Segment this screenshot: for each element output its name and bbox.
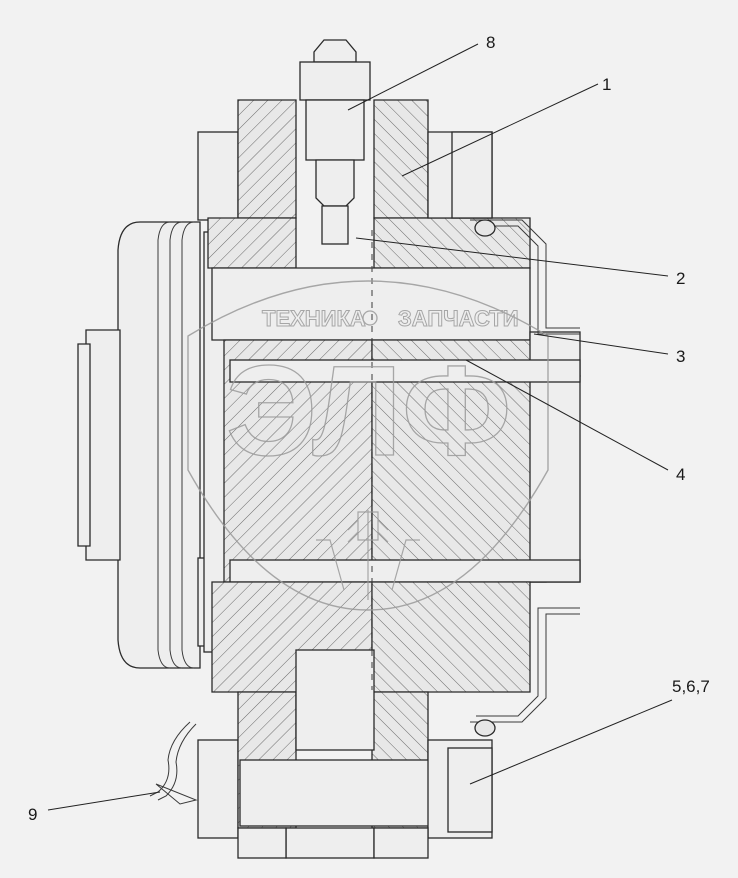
- callout-3: 3: [676, 347, 685, 366]
- callout-9: 9: [28, 805, 37, 824]
- wheat-icon: [316, 510, 420, 600]
- upper-housing: [207, 99, 531, 269]
- watermark-right-word: ЗАПЧАСТИ: [398, 306, 519, 331]
- watermark-big-letters: ЭЛФ: [226, 340, 511, 483]
- watermark-left-word: ТЕХНИКА: [262, 306, 366, 331]
- callout-labels: 8 1 2 3 4 5,6,7 9: [28, 33, 710, 824]
- left-cover: [77, 221, 201, 669]
- callout-1: 1: [602, 75, 611, 94]
- central-shaft: [211, 267, 581, 583]
- grease-fitting: [299, 39, 371, 245]
- callout-8: 8: [486, 33, 495, 52]
- watermark-gear-icon: [362, 310, 378, 326]
- callout-5-6-7: 5,6,7: [672, 677, 710, 696]
- watermark: ТЕХНИКА ЗАПЧАСТИ ЭЛФ: [187, 280, 549, 611]
- callout-4: 4: [676, 465, 685, 484]
- leader-lines: [47, 43, 673, 811]
- bolt-assembly: [237, 739, 493, 859]
- cotter-pin: [149, 721, 198, 805]
- seal-rings: [470, 219, 580, 737]
- callout-2: 2: [676, 269, 685, 288]
